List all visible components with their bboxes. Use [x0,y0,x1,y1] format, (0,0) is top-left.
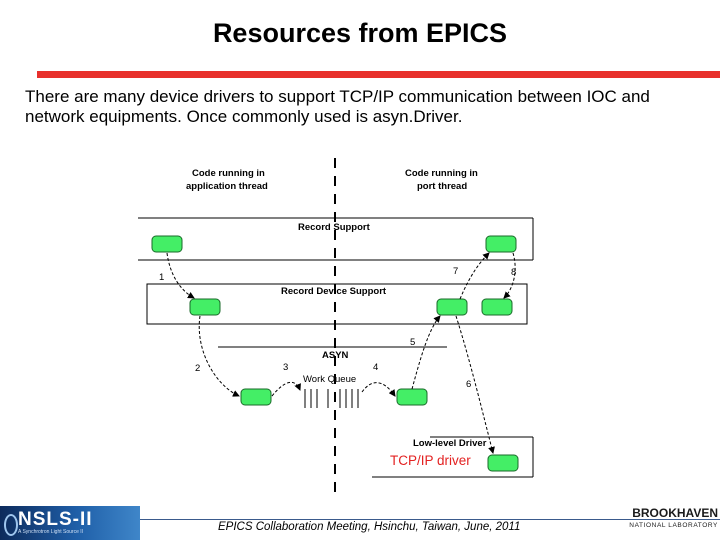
step-label-1: 1 [159,272,164,283]
nsls-logo: NSLS-II A Synchrotron Light Source II [0,506,140,540]
node-work-queue-in [240,388,272,406]
node-low-level-driver [487,454,519,472]
step-label-4: 4 [373,362,378,373]
work-queue-slots [304,389,359,408]
intro-paragraph: There are many device drivers to support… [25,87,650,126]
nsls-wordmark: NSLS-II [18,509,93,530]
record-device-support-label: Record Device Support [281,286,387,297]
header-port-line1: Code running in [405,168,478,179]
tcp-ip-driver-annotation: TCP/IP driver [390,453,471,468]
arrow-step-6 [455,315,495,454]
arrow-step-3 [271,381,301,397]
title-divider [37,71,720,78]
nsls-ring-icon [4,514,18,536]
node-device-support-port-b [481,298,513,316]
arrow-step-2 [198,315,240,397]
header-app-line1: Code running in [192,168,265,179]
step-label-5: 5 [410,337,415,348]
flow-nodes [151,235,519,472]
bnl-subtitle: NATIONAL LABORATORY [629,522,718,529]
footer-rule [140,519,720,520]
arrow-step-7 [459,252,490,300]
node-work-queue-out [396,388,428,406]
bnl-wordmark: BROOKHAVEN [632,506,718,520]
slide-title: Resources from EPICS [212,18,508,48]
arrow-step-1 [166,252,195,299]
header-port-line2: port thread [417,181,467,192]
nsls-subtitle: A Synchrotron Light Source II [18,529,84,535]
brookhaven-logo: BROOKHAVEN NATIONAL LABORATORY [625,505,720,537]
step-label-8: 8 [511,267,516,278]
flow-arrows [166,252,516,454]
record-support-label: Record Support [298,222,371,233]
node-record-support-port [485,235,517,253]
record-device-support-band [146,283,528,325]
step-label-7: 7 [453,266,458,277]
arrow-step-5 [411,315,441,390]
arrow-step-4 [361,382,396,397]
step-label-6: 6 [466,379,471,390]
low-level-driver-label: Low-level Driver [413,438,487,449]
footer-text: EPICS Collaboration Meeting, Hsinchu, Ta… [218,521,521,533]
asyn-label: ASYN [322,350,349,361]
arrow-step-8 [503,252,516,299]
node-device-support-app [189,298,221,316]
node-record-support-app [151,235,183,253]
step-label-3: 3 [283,362,288,373]
step-label-2: 2 [195,363,200,374]
node-device-support-port-a [436,298,468,316]
header-app-line2: application thread [186,181,268,192]
work-queue-label: Work Queue [303,374,356,385]
